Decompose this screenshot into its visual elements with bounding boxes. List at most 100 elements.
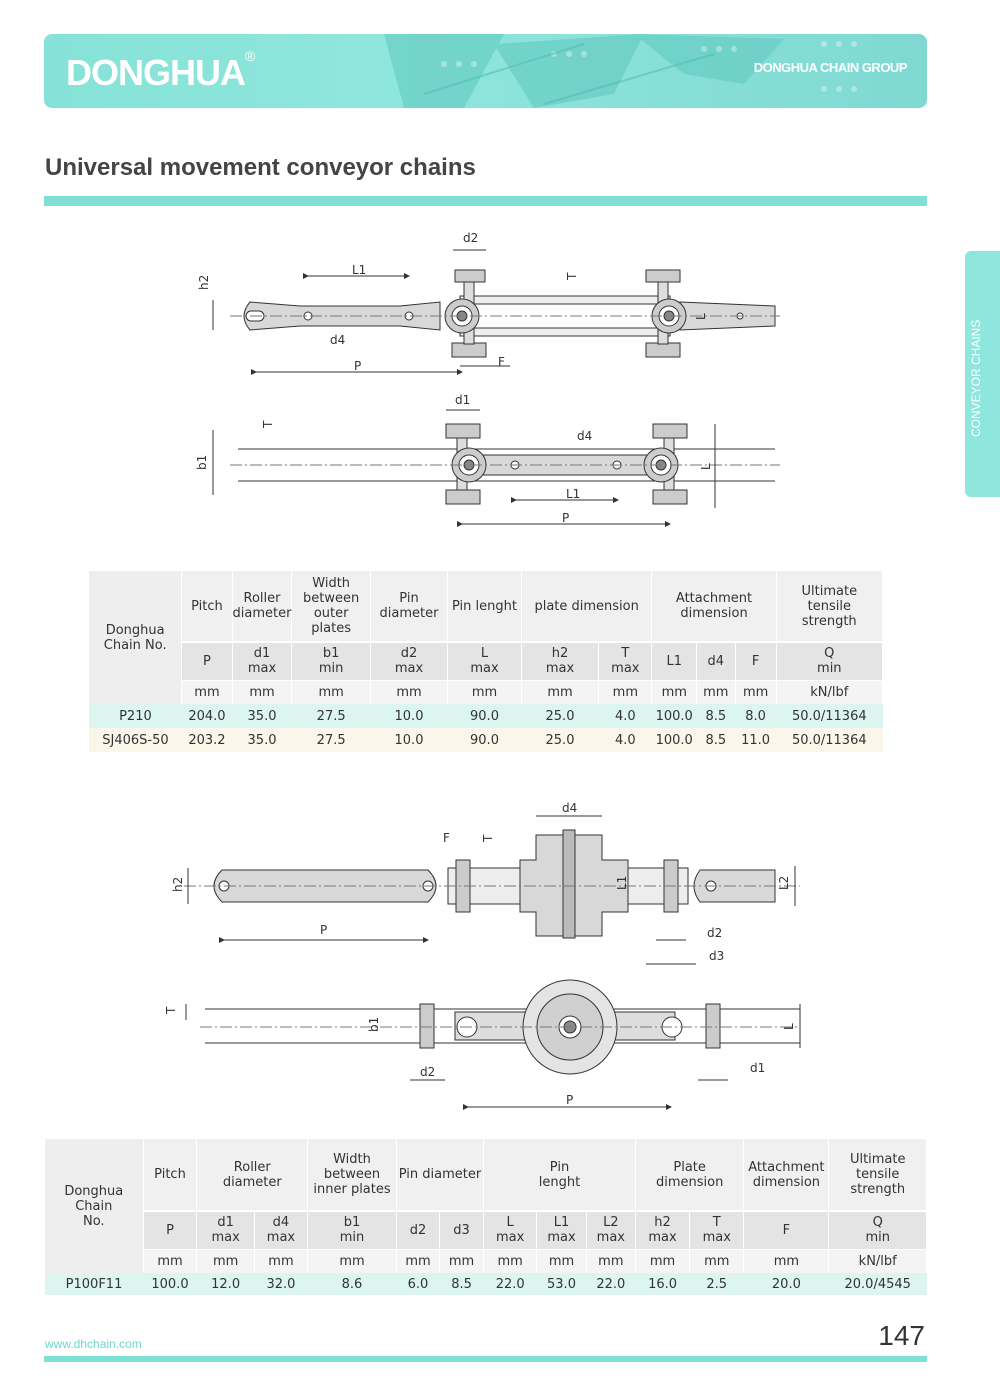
unit-cell: mm xyxy=(143,1248,198,1273)
dim-label-d4-side: d4 xyxy=(577,429,592,443)
chain1-side-view xyxy=(212,409,780,527)
dim-label-d4: d4 xyxy=(330,333,345,347)
table-cell: SJ406S-50 xyxy=(89,728,182,752)
table-cell: 90.0 xyxy=(447,704,522,728)
chain1-top-view xyxy=(212,249,780,375)
dim-label-b1: b1 xyxy=(195,455,209,470)
dim2-label-d1: d1 xyxy=(750,1061,765,1075)
symbol-cell: d2 max xyxy=(370,641,449,680)
table-cell: 22.0 xyxy=(586,1273,636,1295)
table-cell: 100.0 xyxy=(651,704,697,728)
unit-cell: mm xyxy=(232,679,293,704)
group-name: DONGHUA CHAIN GROUP xyxy=(753,60,908,75)
group-header: Attachment dimension xyxy=(743,1139,830,1211)
table-cell: 27.5 xyxy=(291,704,371,728)
table-cell: 6.0 xyxy=(396,1273,440,1295)
brand-logo: DONGHUA® xyxy=(66,48,255,93)
footer-bar xyxy=(44,1356,927,1362)
table-cell: 20.0 xyxy=(743,1273,829,1295)
unit-cell: mm xyxy=(196,1248,255,1273)
table-cell: 50.0/11364 xyxy=(776,704,883,728)
symbol-cell: P xyxy=(181,641,233,680)
chain2-side-view xyxy=(185,979,801,1110)
chain-no-header: Donghua Chain No. xyxy=(45,1139,144,1273)
group-header: Width between outer plates xyxy=(291,571,371,642)
symbol-cell: b1 min xyxy=(291,641,371,680)
symbol-cell: d3 xyxy=(439,1210,484,1249)
table-cell: 50.0/11364 xyxy=(776,728,883,752)
table-cell: 8.5 xyxy=(696,728,736,752)
table-cell: 4.0 xyxy=(598,728,652,752)
table-cell: 10.0 xyxy=(370,728,448,752)
table-cell: 8.6 xyxy=(307,1273,397,1295)
unit-cell: kN/lbf xyxy=(828,1248,927,1273)
symbol-cell: T max xyxy=(689,1210,745,1249)
table-row: SJ406S-50 203.2 35.0 27.5 10.0 90.0 25.0… xyxy=(89,728,883,752)
spec-table-2: Donghua Chain No. Pitch Roller diameter … xyxy=(45,1139,927,1295)
dim2-label-b1: b1 xyxy=(367,1017,381,1032)
footer-website-link[interactable]: www.dhchain.com xyxy=(45,1337,142,1351)
dim-label-d2: d2 xyxy=(463,231,478,245)
symbol-cell: L1 xyxy=(651,641,697,680)
table-cell: 27.5 xyxy=(291,728,371,752)
table-cell: 204.0 xyxy=(181,704,233,728)
table-cell: 11.0 xyxy=(735,728,777,752)
dim-label-h2: h2 xyxy=(197,275,211,290)
symbol-cell: L1 max xyxy=(536,1210,587,1249)
group-header: Pin lenght xyxy=(483,1139,636,1211)
dim2-label-P-side: P xyxy=(566,1093,573,1107)
symbol-cell: L max xyxy=(483,1210,538,1249)
dim-label-P: P xyxy=(354,359,361,373)
table-cell: 35.0 xyxy=(232,704,292,728)
symbol-cell: L2 max xyxy=(586,1210,636,1249)
table-cell: 32.0 xyxy=(254,1273,308,1295)
symbol-cell: F xyxy=(735,641,777,680)
table-cell: 100.0 xyxy=(651,728,697,752)
dim2-label-h2: h2 xyxy=(171,877,185,892)
symbol-cell: d4 max xyxy=(254,1210,309,1249)
banner-decoration xyxy=(384,34,857,108)
title-underline xyxy=(44,196,927,206)
table-cell: 8.5 xyxy=(439,1273,484,1295)
table-cell: 12.0 xyxy=(196,1273,255,1295)
dim2-label-L: L xyxy=(782,1023,796,1030)
symbol-cell: d1 max xyxy=(196,1210,255,1249)
table-cell: 90.0 xyxy=(447,728,522,752)
table-cell: 203.2 xyxy=(181,728,233,752)
unit-cell: mm xyxy=(586,1248,636,1273)
table-cell: 100.0 xyxy=(143,1273,197,1295)
group-header: Ultimate tensile strength xyxy=(776,571,884,642)
group-header: Width between inner plates xyxy=(307,1139,397,1211)
unit-cell: mm xyxy=(696,679,736,704)
table-cell: 35.0 xyxy=(232,728,292,752)
table-row: P100F11 100.0 12.0 32.0 8.6 6.0 8.5 22.0… xyxy=(45,1273,927,1295)
symbol-cell: Q min xyxy=(776,641,884,680)
table-row: P210 204.0 35.0 27.5 10.0 90.0 25.0 4.0 … xyxy=(89,704,883,728)
dim2-label-T: T xyxy=(481,834,495,843)
dim2-label-F: F xyxy=(443,831,450,845)
group-header: Roller diameter xyxy=(196,1139,309,1211)
unit-cell: mm xyxy=(396,1248,441,1273)
symbol-cell: P xyxy=(143,1210,198,1249)
unit-cell: mm xyxy=(370,679,449,704)
dim-label-L1: L1 xyxy=(352,263,366,277)
group-header: Pin lenght xyxy=(447,571,522,642)
table-cell: 20.0/4545 xyxy=(828,1273,927,1295)
symbol-cell: Q min xyxy=(828,1210,927,1249)
group-header: Plate dimension xyxy=(635,1139,745,1211)
unit-cell: mm xyxy=(439,1248,484,1273)
unit-cell: mm xyxy=(307,1248,397,1273)
table-cell: 53.0 xyxy=(536,1273,587,1295)
section-side-tab[interactable]: CONVEYOR CHAINS xyxy=(965,251,1000,497)
symbol-cell: T max xyxy=(598,641,653,680)
chain2-top-view xyxy=(184,815,800,965)
table-cell: 25.0 xyxy=(521,704,599,728)
symbol-cell: L max xyxy=(447,641,522,680)
unit-cell: mm xyxy=(447,679,522,704)
dim-label-F: F xyxy=(498,355,505,369)
unit-cell: mm xyxy=(254,1248,309,1273)
symbol-cell: h2 max xyxy=(521,641,600,680)
table-cell: 2.5 xyxy=(689,1273,744,1295)
dim-label-L1-side: L1 xyxy=(566,487,580,501)
